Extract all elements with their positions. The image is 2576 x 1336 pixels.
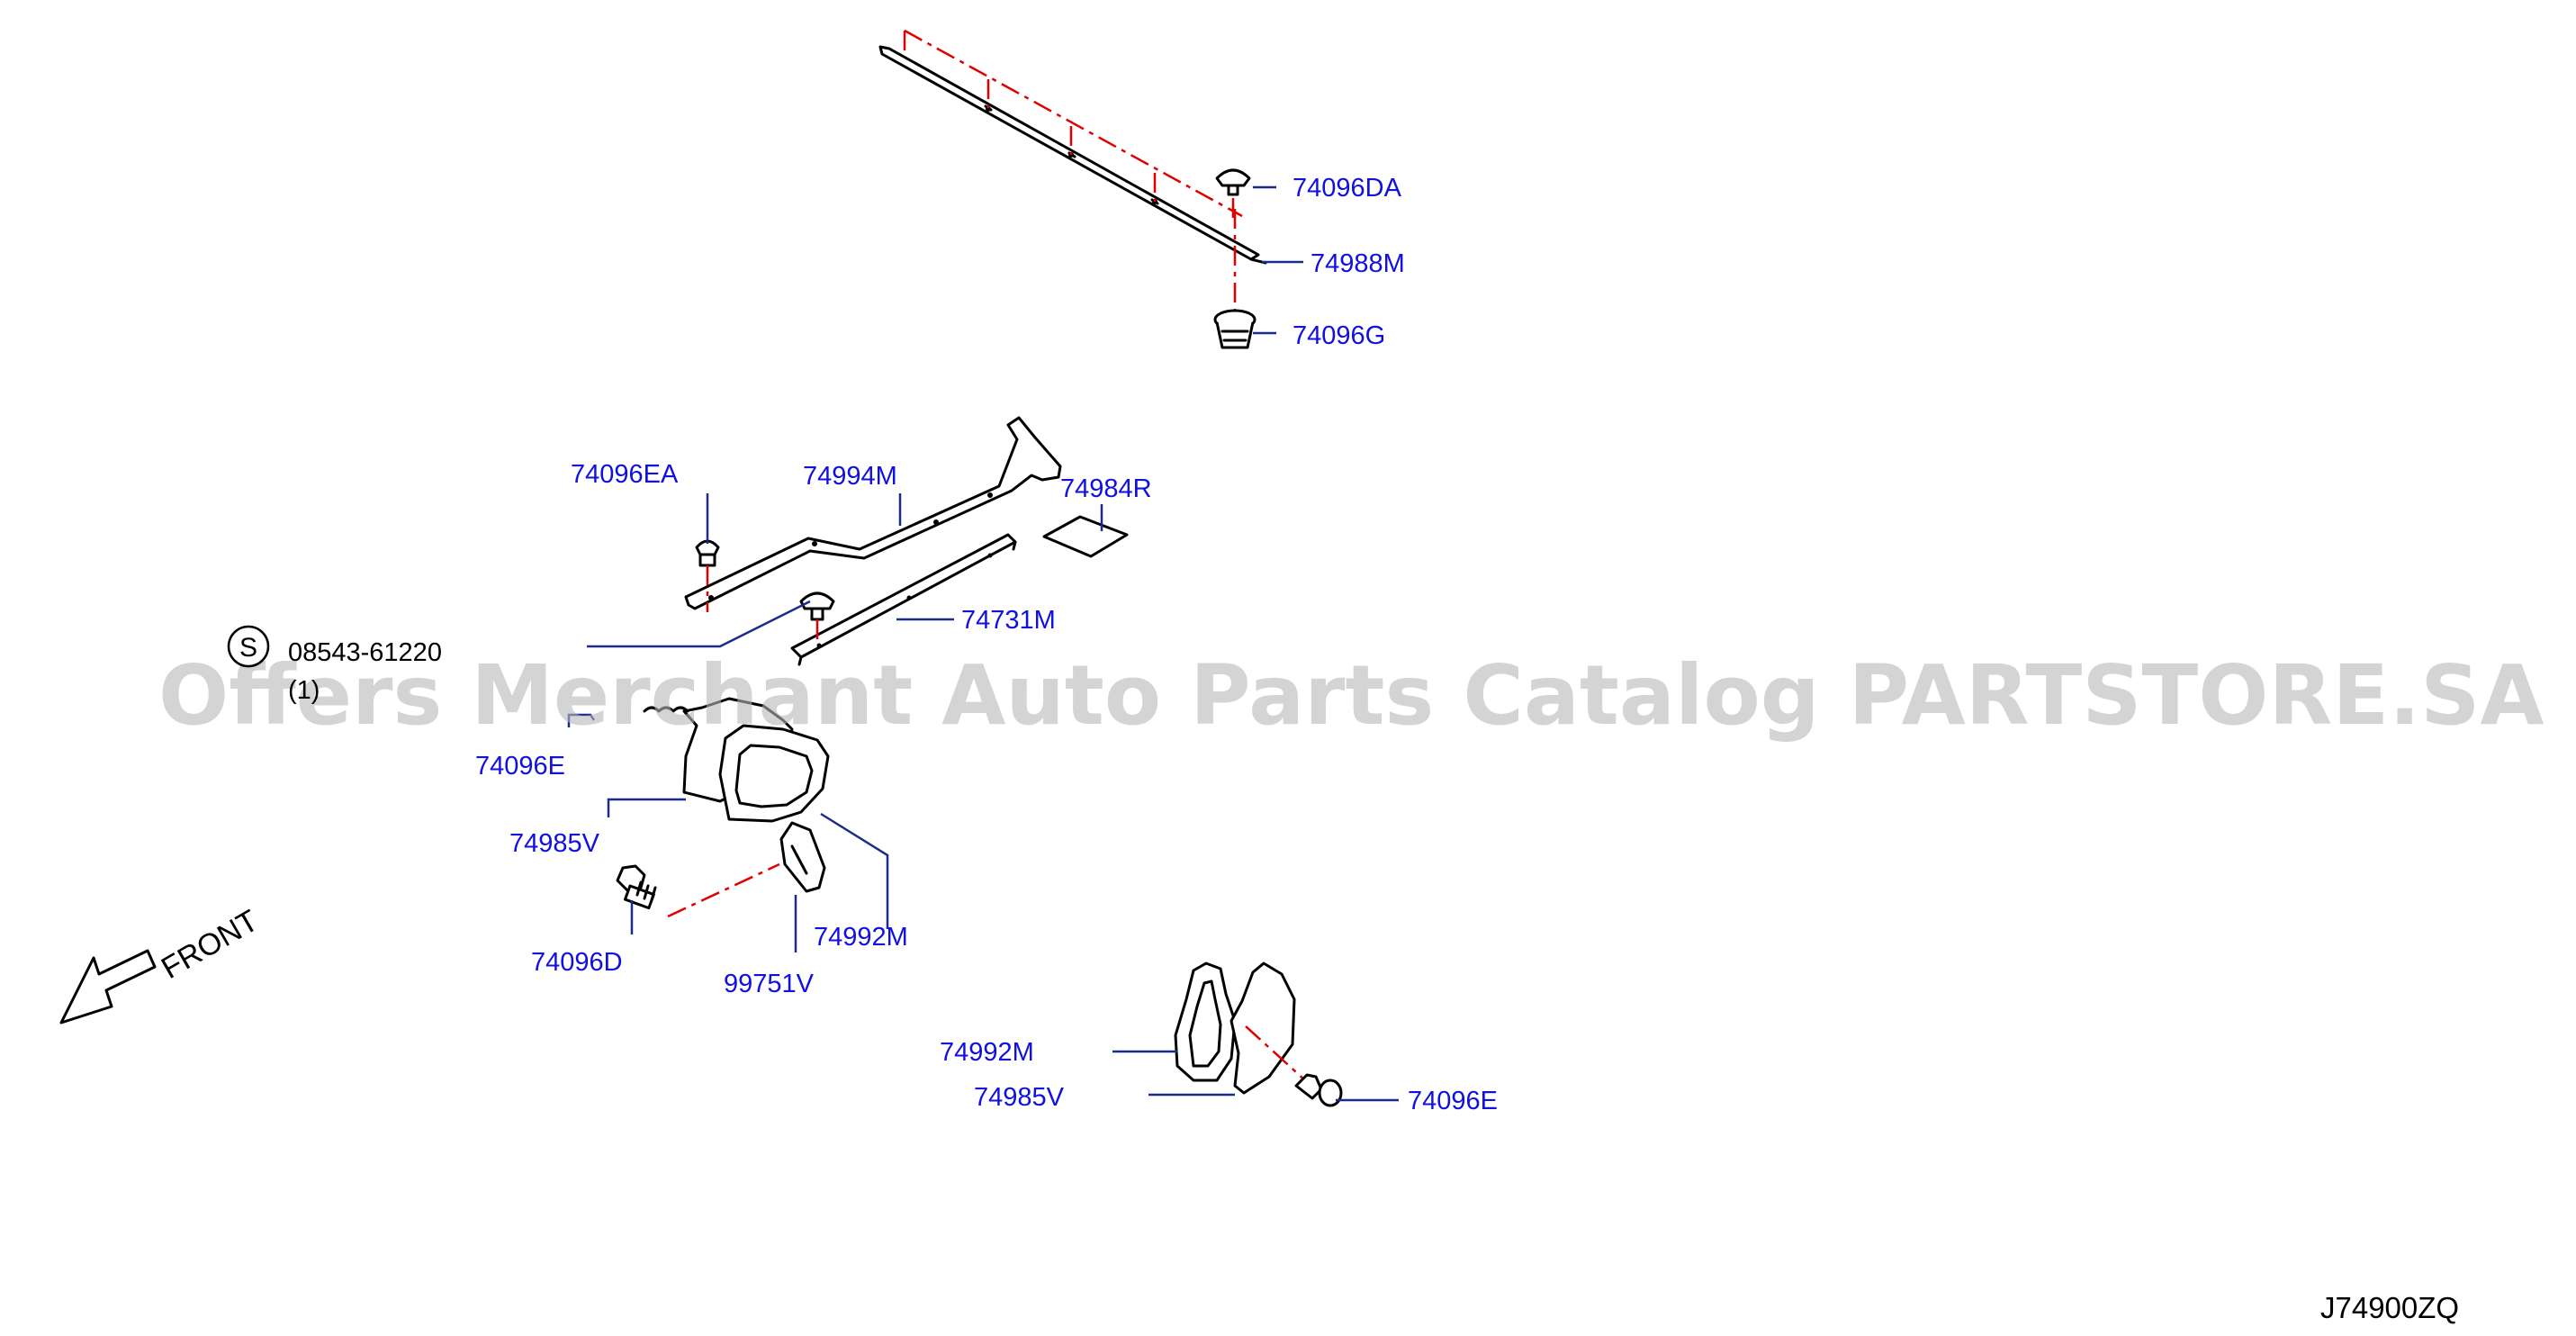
clip-74096e-upper [799, 591, 835, 645]
label-99751v[interactable]: 99751V [724, 970, 815, 998]
front-arrow [59, 949, 157, 1025]
label-74992m-lower[interactable]: 74992M [940, 1038, 1034, 1067]
seal-74985v-lower [1229, 961, 1306, 1095]
label-74984r[interactable]: 74984R [1060, 474, 1152, 503]
bolt-part-number[interactable]: 08543-61220 [288, 638, 442, 667]
label-74096ea[interactable]: 74096EA [571, 460, 679, 489]
rail-74731m [790, 533, 1017, 666]
strip-74988m [878, 45, 1267, 265]
label-74096d[interactable]: 74096D [531, 948, 623, 977]
diagram-code: J74900ZQ [2320, 1291, 2459, 1324]
pad-74984r [1042, 515, 1129, 558]
label-74096e-upper[interactable]: 74096E [475, 752, 565, 781]
clip-74096g [1213, 309, 1256, 349]
strip-centerline [903, 29, 1243, 315]
clip-74096e-lower [1294, 1073, 1343, 1107]
s-symbol: S [239, 633, 257, 663]
watermark: Offers Merchant Auto Parts Catalog PARTS… [158, 647, 2544, 744]
label-74096e-lower[interactable]: 74096E [1408, 1087, 1498, 1115]
seal-74992m [718, 724, 830, 823]
label-74985v-lower[interactable]: 74985V [974, 1083, 1065, 1112]
label-74985v-upper[interactable]: 74985V [509, 829, 600, 858]
bolt-74096d [616, 862, 780, 918]
label-74992m-upper[interactable]: 74992M [814, 923, 908, 952]
label-74096g[interactable]: 74096G [1293, 321, 1385, 350]
leader-lines [567, 185, 1399, 1102]
clamp-99751v [779, 821, 826, 893]
seal-74992m-lower [1174, 961, 1237, 1082]
label-74731m[interactable]: 74731M [961, 606, 1056, 635]
clip-74096ea [695, 539, 720, 612]
bolt-qty: (1) [288, 676, 320, 705]
label-74994m[interactable]: 74994M [803, 462, 897, 491]
label-74988m[interactable]: 74988M [1311, 249, 1405, 278]
clip-74096da [1215, 168, 1251, 196]
front-label: FRONT [156, 903, 264, 985]
label-74096da[interactable]: 74096DA [1293, 174, 1402, 203]
s-symbol-icon [227, 625, 270, 668]
bracket-74994m [684, 416, 1062, 610]
bolt-reference: S 08543-61220 (1) [227, 625, 442, 705]
